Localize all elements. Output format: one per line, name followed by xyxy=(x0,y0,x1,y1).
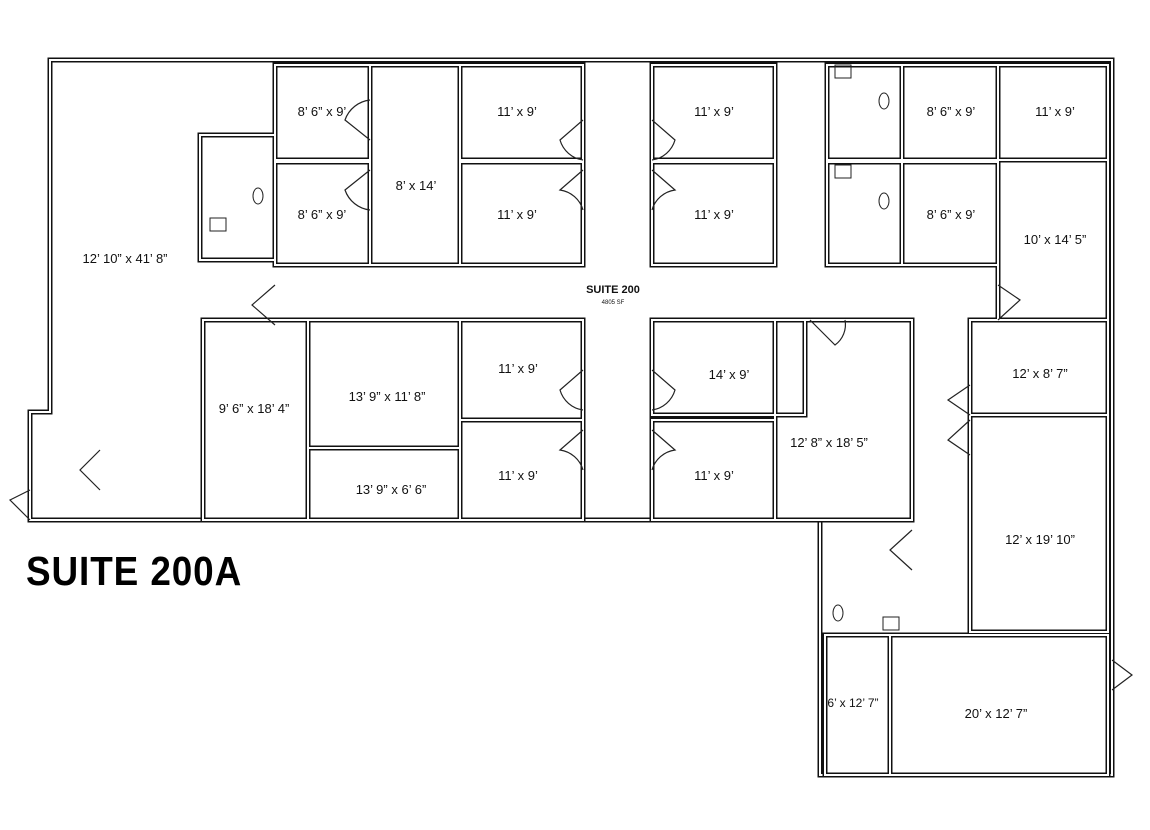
toilet-icon xyxy=(878,192,890,210)
toilet-icon xyxy=(878,92,890,110)
room-labels: 12’ 10” x 41’ 8” 8’ 6” x 9’ 8’ 6” x 9’ 8… xyxy=(82,104,1086,721)
room-label: 8’ 6” x 9’ xyxy=(298,207,347,222)
room-wall xyxy=(651,64,776,161)
room-label: 11’ x 9’ xyxy=(498,468,538,483)
room-label: 9’ 6” x 18’ 4” xyxy=(219,401,290,416)
suite-title: SUITE 200A xyxy=(26,548,243,594)
room-label: 11’ x 9’ xyxy=(694,468,734,483)
toilet-icon xyxy=(832,604,844,622)
room-wall xyxy=(200,317,311,523)
walls xyxy=(27,57,1115,778)
room-label: 12’ 10” x 41’ 8” xyxy=(82,251,167,266)
room-wall xyxy=(967,412,1111,635)
room-wall xyxy=(369,64,461,266)
fixtures xyxy=(209,64,900,631)
room-wall xyxy=(826,161,903,266)
room-label: 8’ 6” x 9’ xyxy=(298,104,347,119)
room-label: 10’ x 14’ 5” xyxy=(1024,232,1087,247)
room-label: 11’ x 9’ xyxy=(694,104,734,119)
room-label: 8’ 6” x 9’ xyxy=(927,207,976,222)
room-wall xyxy=(774,319,913,521)
room-label: 12’ x 19’ 10” xyxy=(1005,532,1075,547)
room-label: 20’ x 12’ 7” xyxy=(965,706,1028,721)
sink-icon xyxy=(209,217,227,232)
room-wall xyxy=(305,317,463,451)
room-label: 6’ x 12’ 7” xyxy=(827,696,878,710)
room-label: 11’ x 9’ xyxy=(498,361,538,376)
room-label: 13’ 9” x 11’ 8” xyxy=(349,389,426,404)
suite-area: 4805 SF xyxy=(602,300,625,306)
room-wall xyxy=(826,64,903,161)
room-label: 13’ 9” x 6’ 6” xyxy=(356,482,427,497)
room-wall xyxy=(459,64,584,161)
room-wall xyxy=(772,317,915,523)
suite-name: SUITE 200 xyxy=(586,284,640,296)
room-wall xyxy=(969,414,1109,633)
doors xyxy=(8,99,1133,691)
room-label: 11’ x 9’ xyxy=(497,104,537,119)
sink-icon xyxy=(834,164,852,179)
room-label: 12’ 8” x 18’ 5” xyxy=(790,435,868,450)
room-label: 11’ x 9’ xyxy=(497,207,537,222)
room-wall xyxy=(887,632,1111,778)
room-wall xyxy=(824,62,905,163)
sink-icon xyxy=(834,64,852,79)
room-label: 14’ x 9’ xyxy=(709,367,750,382)
room-label: 11’ x 9’ xyxy=(1035,104,1075,119)
room-wall xyxy=(307,319,461,449)
sink-icon xyxy=(882,616,900,631)
room-label: 8’ x 14’ xyxy=(396,178,437,193)
room-wall xyxy=(367,62,463,268)
room-wall xyxy=(651,161,776,266)
room-wall xyxy=(651,319,806,416)
room-wall xyxy=(199,134,276,261)
room-label: 11’ x 9’ xyxy=(694,207,734,222)
room-wall xyxy=(197,132,278,263)
room-wall xyxy=(459,161,584,266)
room-label: 8’ 6” x 9’ xyxy=(927,104,976,119)
room-wall xyxy=(824,159,905,268)
toilet-icon xyxy=(252,187,264,205)
room-wall xyxy=(202,319,309,521)
room-label: 12’ x 8’ 7” xyxy=(1012,366,1067,381)
room-wall xyxy=(889,634,1109,776)
